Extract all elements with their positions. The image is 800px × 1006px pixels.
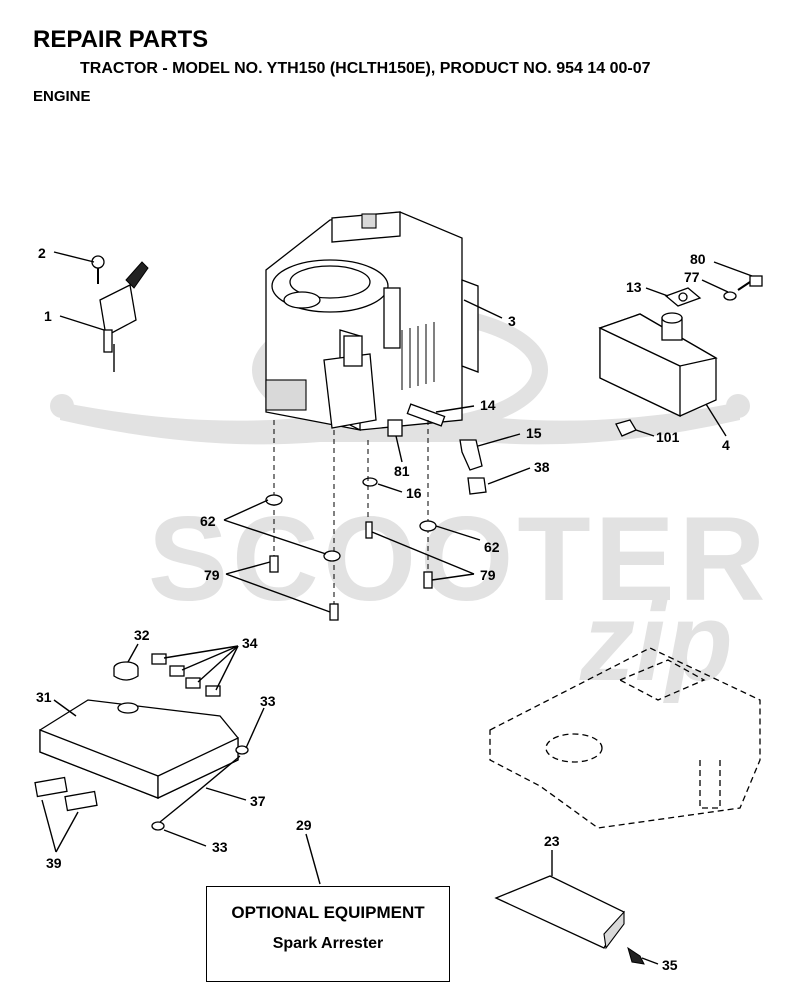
optional-equipment-item: Spark Arrester (272, 935, 384, 952)
model-subtitle: TRACTOR - MODEL NO. YTH150 (HCLTH150E), … (80, 60, 651, 77)
tractor-frame (489, 647, 761, 829)
callout-2: 2 (38, 245, 46, 261)
section-label: ENGINE (33, 88, 91, 105)
fitting-81 (387, 419, 403, 437)
washer-62 (265, 494, 437, 562)
callout-1: 1 (44, 308, 52, 324)
watermark: SCOOTER zip (50, 304, 769, 704)
muffler (598, 312, 718, 418)
callout-29: 29 (296, 817, 312, 833)
fuel-line (151, 745, 249, 831)
callout-14: 14 (480, 397, 496, 413)
callout-31: 31 (36, 689, 52, 705)
callout-labels: 1 2 3 4 13 14 15 16 23 29 31 32 33 33 34… (36, 245, 730, 973)
callout-77: 77 (684, 269, 700, 285)
callout-23: 23 (544, 833, 560, 849)
callout-33-upper: 33 (260, 693, 276, 709)
callout-33-lower: 33 (212, 839, 228, 855)
washer-77 (723, 291, 737, 301)
nut-38 (467, 477, 487, 495)
callout-4: 4 (722, 437, 730, 453)
pads-34 (151, 653, 221, 697)
throttle-control (99, 261, 149, 372)
bolt-79 (269, 521, 433, 621)
screw-2 (91, 255, 105, 284)
callout-79-left: 79 (204, 567, 220, 583)
callout-101: 101 (656, 429, 680, 445)
optional-equipment-box: OPTIONAL EQUIPMENT Spark Arrester (206, 886, 450, 982)
callout-13: 13 (626, 279, 642, 295)
callout-62-right: 62 (484, 539, 500, 555)
callout-37: 37 (250, 793, 266, 809)
callout-81: 81 (394, 463, 410, 479)
callout-15: 15 (526, 425, 542, 441)
fuel-tank (39, 699, 239, 800)
heat-shield (494, 875, 625, 950)
callout-79-right: 79 (480, 567, 496, 583)
screw-35 (627, 946, 645, 965)
optional-equipment-title: OPTIONAL EQUIPMENT (231, 903, 425, 922)
fitting-14 (406, 403, 446, 427)
engine-assembly (265, 211, 479, 432)
callout-39: 39 (46, 855, 62, 871)
bolt-80 (737, 275, 763, 291)
washer-16 (362, 477, 378, 487)
fuel-cap (113, 661, 139, 681)
watermark-script: zip (579, 581, 733, 704)
callout-38: 38 (534, 459, 550, 475)
callout-3: 3 (508, 313, 516, 329)
callout-34: 34 (242, 635, 258, 651)
callout-62-left: 62 (200, 513, 216, 529)
callout-35: 35 (662, 957, 678, 973)
callout-80: 80 (690, 251, 706, 267)
gasket-13 (664, 287, 702, 307)
pads-39 (34, 776, 98, 812)
watermark-text: SCOOTER (148, 492, 769, 626)
callout-32: 32 (134, 627, 150, 643)
elbow-15 (459, 439, 483, 471)
page-title: REPAIR PARTS (33, 26, 209, 53)
leader-lines (41, 251, 753, 965)
callout-16: 16 (406, 485, 422, 501)
